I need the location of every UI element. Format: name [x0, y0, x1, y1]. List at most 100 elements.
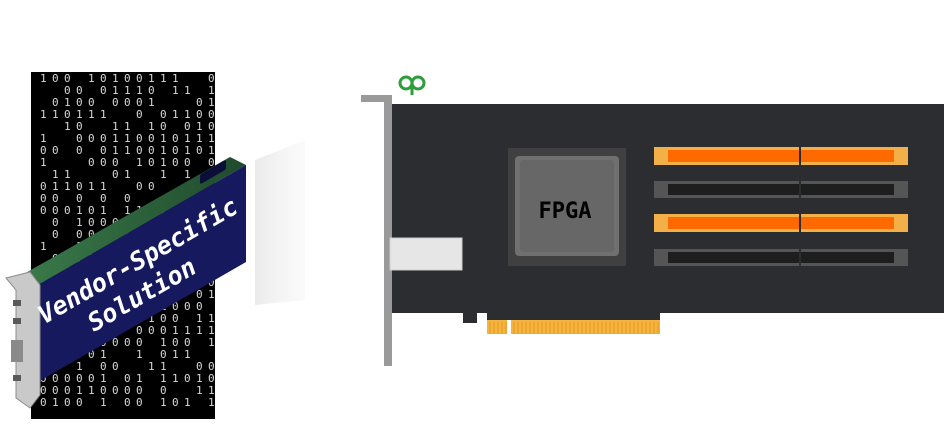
- binary-digit: 0: [40, 204, 47, 217]
- binary-digit: 1: [160, 144, 167, 157]
- binary-digit: 0: [64, 108, 71, 121]
- binary-digit: 0: [196, 108, 203, 121]
- binary-digit: 1: [196, 372, 203, 385]
- binary-digit: 1: [160, 156, 167, 169]
- binary-digit: 0: [88, 216, 95, 229]
- binary-digit: 0: [100, 384, 107, 397]
- binary-digit: 0: [172, 336, 179, 349]
- binary-digit: 0: [136, 396, 143, 409]
- binary-digit: 1: [196, 132, 203, 145]
- binary-digit: 1: [52, 168, 59, 181]
- binary-digit: 0: [76, 96, 83, 109]
- binary-digit: 1: [208, 132, 215, 145]
- binary-digit: 1: [52, 396, 59, 409]
- binary-digit: 0: [88, 348, 95, 361]
- binary-digit: 0: [76, 228, 83, 241]
- binary-digit: 1: [88, 180, 95, 193]
- binary-digit: 0: [160, 324, 167, 337]
- binary-digit: 1: [172, 84, 179, 97]
- binary-digit: 0: [88, 96, 95, 109]
- binary-digit: 0: [208, 276, 215, 289]
- binary-digit: 1: [184, 108, 191, 121]
- binary-digit: 1: [76, 108, 83, 121]
- binary-digit: 0: [88, 204, 95, 217]
- binary-digit: 1: [64, 180, 71, 193]
- binary-digit: 0: [112, 384, 119, 397]
- card-top-edge: [22, 157, 246, 285]
- binary-digit: 0: [40, 180, 47, 193]
- binary-digit: 0: [208, 156, 215, 169]
- binary-digit: 1: [76, 384, 83, 397]
- binary-digit: 0: [64, 396, 71, 409]
- binary-digit: 0: [184, 156, 191, 169]
- binary-digit: 1: [160, 396, 167, 409]
- binary-digit: 1: [100, 108, 107, 121]
- binary-digit: 1: [136, 348, 143, 361]
- memory-slot: [654, 214, 908, 232]
- binary-digit: 0: [124, 336, 131, 349]
- binary-digit: 0: [136, 384, 143, 397]
- binary-digit: 0: [184, 120, 191, 133]
- binary-digit: 0: [52, 144, 59, 157]
- binary-digit: 0: [40, 144, 47, 157]
- binary-digit: 1: [208, 396, 215, 409]
- binary-digit: 1: [52, 108, 59, 121]
- binary-digit: 0: [148, 84, 155, 97]
- binary-digit: 0: [76, 84, 83, 97]
- binary-digit: 1: [52, 180, 59, 193]
- binary-digit: 1: [208, 324, 215, 337]
- binary-digit: 0: [52, 204, 59, 217]
- binary-digit: 1: [64, 168, 71, 181]
- binary-digit: 0: [160, 108, 167, 121]
- gold-fingers: [487, 320, 660, 334]
- binary-digit: 0: [124, 396, 131, 409]
- binary-digit: 0: [40, 396, 47, 409]
- binary-digit: 0: [76, 192, 83, 205]
- binary-digit: 0: [136, 144, 143, 157]
- binary-digit: 0: [172, 300, 179, 313]
- binary-digit: 0: [100, 360, 107, 373]
- binary-digit: 0: [208, 108, 215, 121]
- binary-digit: 1: [88, 384, 95, 397]
- binary-digit: 1: [172, 72, 179, 85]
- binary-digit: 0: [148, 156, 155, 169]
- binary-digit: 1: [88, 108, 95, 121]
- binary-digit: 1: [100, 348, 107, 361]
- binary-digit: 0: [148, 144, 155, 157]
- binary-digit: 1: [208, 312, 215, 325]
- fpga-card: FPGA: [361, 75, 944, 366]
- binary-digit: 0: [52, 72, 59, 85]
- binary-digit: 1: [76, 216, 83, 229]
- binary-digit: 0: [100, 216, 107, 229]
- binary-digit: 1: [40, 240, 47, 253]
- binary-digit: 1: [172, 324, 179, 337]
- binary-digit: 1: [172, 108, 179, 121]
- binary-digit: 0: [52, 228, 59, 241]
- binary-digit: 1: [124, 204, 131, 217]
- binary-digit: 0: [76, 180, 83, 193]
- binary-digit: 1: [208, 96, 215, 109]
- binary-digit: 1: [112, 72, 119, 85]
- binary-digit: 1: [184, 144, 191, 157]
- binary-digit: 0: [124, 372, 131, 385]
- binary-digit: 1: [172, 372, 179, 385]
- binary-digit: 0: [112, 96, 119, 109]
- binary-digit: 1: [136, 372, 143, 385]
- binary-digit: 0: [160, 384, 167, 397]
- binary-digit: 1: [124, 168, 131, 181]
- binary-digit: 0: [136, 132, 143, 145]
- binary-digit: 0: [136, 324, 143, 337]
- binary-digit: 0: [112, 168, 119, 181]
- binary-digit: 0: [100, 84, 107, 97]
- fpga-mounting-bracket: [361, 95, 463, 366]
- binary-digit: 1: [124, 120, 131, 133]
- binary-digit: 0: [88, 132, 95, 145]
- binary-digit: 0: [64, 72, 71, 85]
- binary-digit: 1: [208, 144, 215, 157]
- binary-digit: 1: [148, 312, 155, 325]
- binary-digit: 1: [196, 120, 203, 133]
- memory-slot: [654, 249, 908, 266]
- binary-digit: 1: [184, 84, 191, 97]
- card-face: [38, 165, 246, 382]
- binary-digit: 1: [184, 168, 191, 181]
